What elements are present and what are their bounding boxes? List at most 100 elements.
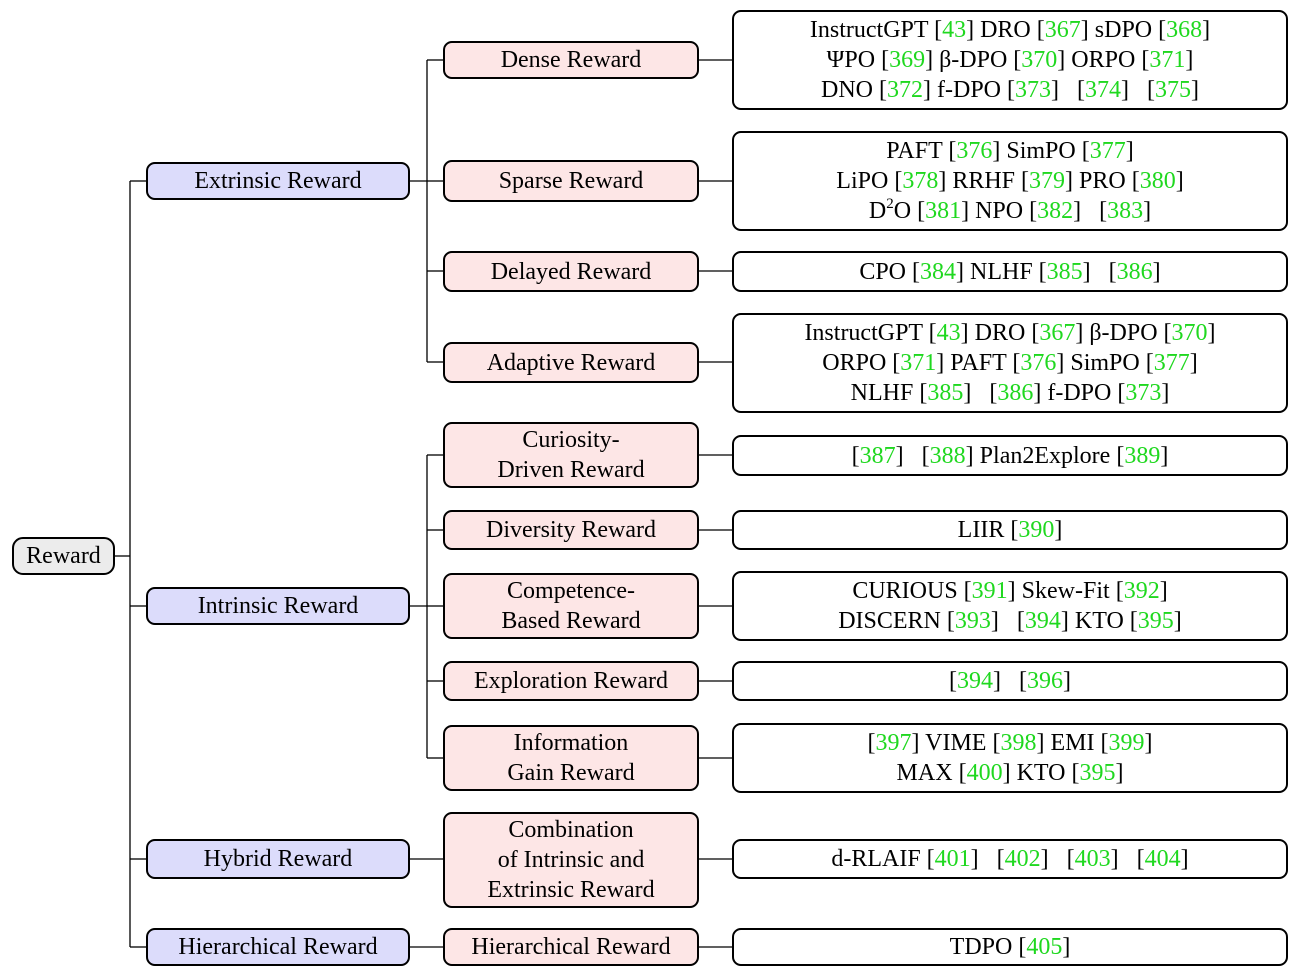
reference-number[interactable]: 373: [1015, 77, 1051, 103]
reference-number[interactable]: 405: [1026, 934, 1063, 960]
reference-number[interactable]: 385: [927, 380, 964, 406]
reference-number[interactable]: 395: [1079, 760, 1116, 786]
reference-link[interactable]: [373]: [1007, 77, 1059, 103]
reference-link[interactable]: [377]: [1145, 350, 1198, 376]
reference-link[interactable]: [400]: [958, 760, 1011, 786]
reference-number[interactable]: 367: [1039, 320, 1076, 346]
reference-number[interactable]: 386: [997, 380, 1034, 406]
reference-number[interactable]: 372: [887, 77, 923, 103]
reference-link[interactable]: [378]: [894, 168, 947, 194]
reference-link[interactable]: [386]: [989, 380, 1042, 406]
reference-link[interactable]: [375]: [1147, 77, 1199, 103]
reference-number[interactable]: 370: [1021, 47, 1058, 73]
reference-number[interactable]: 399: [1108, 730, 1145, 756]
reference-link[interactable]: [397]: [867, 730, 920, 756]
reference-link[interactable]: [368]: [1158, 17, 1211, 43]
reference-link[interactable]: [405]: [1018, 934, 1071, 960]
reference-number[interactable]: 395: [1137, 608, 1174, 634]
reference-link[interactable]: [394]: [1016, 608, 1069, 634]
reference-number[interactable]: 384: [920, 258, 956, 285]
reference-link[interactable]: [389]: [1116, 442, 1169, 469]
reference-number[interactable]: 383: [1107, 198, 1144, 224]
reference-link[interactable]: [379]: [1021, 168, 1074, 194]
reference-link[interactable]: [398]: [992, 730, 1045, 756]
reference-number[interactable]: 392: [1123, 578, 1160, 604]
reference-link[interactable]: [395]: [1129, 608, 1182, 634]
reference-link[interactable]: [385]: [919, 380, 972, 406]
reference-link[interactable]: [367]: [1031, 320, 1084, 346]
reference-number[interactable]: 376: [1020, 350, 1057, 376]
reference-number[interactable]: 386: [1116, 258, 1153, 285]
reference-link[interactable]: [371]: [892, 350, 945, 376]
reference-number[interactable]: 373: [1125, 380, 1162, 406]
reference-link[interactable]: [380]: [1131, 168, 1184, 194]
reference-number[interactable]: 400: [966, 760, 1003, 786]
reference-link[interactable]: [390]: [1010, 517, 1063, 543]
reference-link[interactable]: [370]: [1163, 320, 1216, 346]
reference-link[interactable]: [388]: [921, 442, 974, 469]
reference-number[interactable]: 380: [1139, 168, 1176, 194]
reference-link[interactable]: [401]: [926, 846, 979, 872]
reference-link[interactable]: [377]: [1081, 138, 1134, 164]
reference-number[interactable]: 394: [1024, 608, 1061, 634]
reference-link[interactable]: [373]: [1117, 380, 1170, 406]
reference-number[interactable]: 381: [925, 198, 962, 224]
reference-link[interactable]: [382]: [1029, 198, 1082, 224]
reference-number[interactable]: 368: [1166, 17, 1203, 43]
reference-number[interactable]: 404: [1144, 846, 1181, 872]
reference-link[interactable]: [399]: [1100, 730, 1153, 756]
reference-number[interactable]: 377: [1089, 138, 1126, 164]
reference-link[interactable]: [393]: [946, 608, 999, 634]
reference-link[interactable]: [43]: [928, 320, 969, 346]
reference-link[interactable]: [394]: [949, 668, 1001, 694]
reference-number[interactable]: 376: [956, 138, 993, 164]
reference-number[interactable]: 43: [936, 320, 961, 346]
reference-number[interactable]: 382: [1037, 198, 1074, 224]
reference-link[interactable]: [370]: [1013, 47, 1066, 73]
reference-link[interactable]: [385]: [1038, 258, 1091, 285]
reference-number[interactable]: 394: [957, 668, 993, 694]
reference-link[interactable]: [392]: [1115, 578, 1168, 604]
reference-number[interactable]: 371: [1149, 47, 1186, 73]
reference-number[interactable]: 402: [1004, 846, 1041, 872]
reference-number[interactable]: 43: [942, 17, 967, 43]
reference-number[interactable]: 377: [1153, 350, 1190, 376]
reference-number[interactable]: 403: [1074, 846, 1111, 872]
reference-link[interactable]: [396]: [1019, 668, 1071, 694]
reference-number[interactable]: 379: [1029, 168, 1066, 194]
reference-number[interactable]: 388: [929, 442, 966, 469]
reference-link[interactable]: [376]: [1012, 350, 1065, 376]
reference-link[interactable]: [374]: [1077, 77, 1129, 103]
reference-link[interactable]: [404]: [1136, 846, 1189, 872]
reference-number[interactable]: 370: [1171, 320, 1208, 346]
reference-number[interactable]: 397: [875, 730, 912, 756]
reference-number[interactable]: 369: [889, 47, 926, 73]
reference-link[interactable]: [395]: [1071, 760, 1124, 786]
reference-number[interactable]: 378: [902, 168, 939, 194]
reference-number[interactable]: 398: [1000, 730, 1037, 756]
reference-link[interactable]: [43]: [934, 17, 975, 43]
reference-link[interactable]: [386]: [1108, 258, 1161, 285]
reference-link[interactable]: [381]: [917, 198, 970, 224]
reference-link[interactable]: [402]: [996, 846, 1049, 872]
reference-link[interactable]: [384]: [912, 258, 964, 285]
reference-link[interactable]: [367]: [1036, 17, 1089, 43]
reference-link[interactable]: [387]: [851, 442, 904, 469]
reference-link[interactable]: [371]: [1141, 47, 1194, 73]
reference-number[interactable]: 391: [971, 578, 1008, 604]
reference-number[interactable]: 389: [1124, 442, 1161, 469]
reference-link[interactable]: [369]: [881, 47, 934, 73]
reference-number[interactable]: 393: [954, 608, 991, 634]
reference-number[interactable]: 385: [1046, 258, 1083, 285]
reference-link[interactable]: [383]: [1099, 198, 1152, 224]
reference-number[interactable]: 374: [1085, 77, 1121, 103]
reference-number[interactable]: 401: [934, 846, 971, 872]
reference-number[interactable]: 390: [1018, 517, 1055, 543]
reference-number[interactable]: 371: [900, 350, 937, 376]
reference-number[interactable]: 387: [859, 442, 896, 469]
reference-number[interactable]: 367: [1044, 17, 1081, 43]
reference-number[interactable]: 396: [1027, 668, 1063, 694]
reference-link[interactable]: [376]: [948, 138, 1001, 164]
reference-number[interactable]: 375: [1155, 77, 1191, 103]
reference-link[interactable]: [403]: [1066, 846, 1119, 872]
